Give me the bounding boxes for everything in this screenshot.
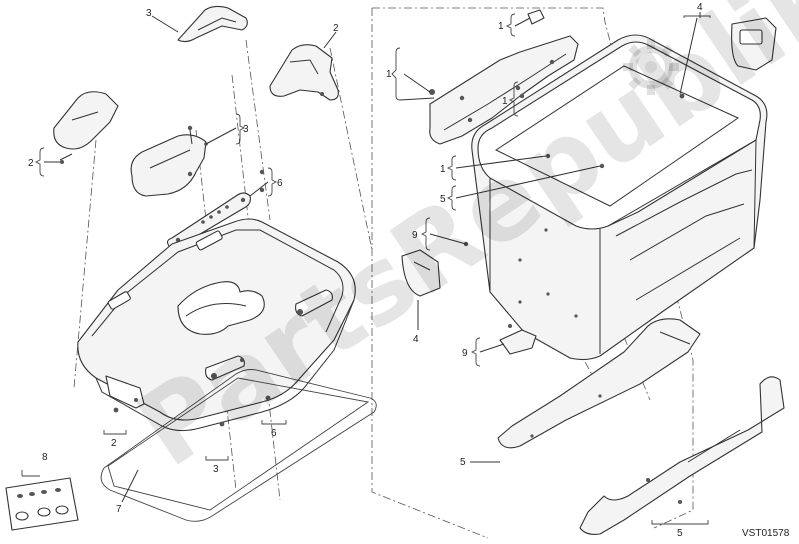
callout-5-rail: 5 [460, 457, 466, 468]
callout-1-bracket: 1 [386, 69, 392, 80]
lid-seal [100, 369, 377, 522]
gear-icon [623, 39, 679, 95]
callout-labels: 3 2 3 6 2 2 3 6 8 7 1 1 1 1 5 9 4 9 4 5 … [28, 2, 703, 539]
rail-upper [497, 318, 701, 449]
callout-2-lid: 2 [111, 438, 117, 449]
callout-1-lower: 1 [440, 164, 446, 175]
callout-3-lid: 3 [213, 464, 219, 475]
case-body [471, 34, 768, 361]
callout-5-bottom: 5 [677, 528, 683, 539]
callout-9-clip: 9 [412, 230, 418, 241]
callout-6-strap: 6 [277, 178, 283, 189]
hinge-cover-right [269, 44, 339, 101]
reference-code: VST01578 [742, 528, 790, 539]
callout-9-pad: 9 [462, 348, 468, 359]
callout-1-mid: 1 [502, 96, 508, 107]
retainer-strap [166, 169, 265, 249]
callout-2-left: 2 [28, 158, 34, 169]
lid-screws [113, 395, 271, 427]
rail-lower [579, 376, 785, 535]
hinge-cover-top [177, 5, 248, 43]
callout-2-right: 2 [333, 23, 339, 34]
callout-3-hinge: 3 [243, 124, 249, 135]
hinge-block [130, 125, 208, 197]
latch [679, 17, 777, 99]
callout-4-latch: 4 [697, 2, 703, 13]
rubber-pad [499, 324, 537, 355]
callout-1-top: 1 [498, 21, 504, 32]
callout-8-pads: 8 [42, 452, 48, 463]
callout-5-screws: 5 [440, 194, 446, 205]
pad-kit [5, 477, 79, 531]
side-clip [401, 241, 469, 297]
callout-6-lid: 6 [271, 428, 277, 439]
mounting-bracket [429, 9, 579, 145]
hinge-cover-left [53, 91, 119, 164]
leader-lines [44, 12, 701, 503]
case-lid [77, 218, 356, 432]
callout-4-clip: 4 [413, 334, 419, 345]
callout-3-top: 3 [146, 8, 152, 19]
callout-brackets [21, 13, 711, 525]
callout-7-seal: 7 [116, 504, 122, 515]
